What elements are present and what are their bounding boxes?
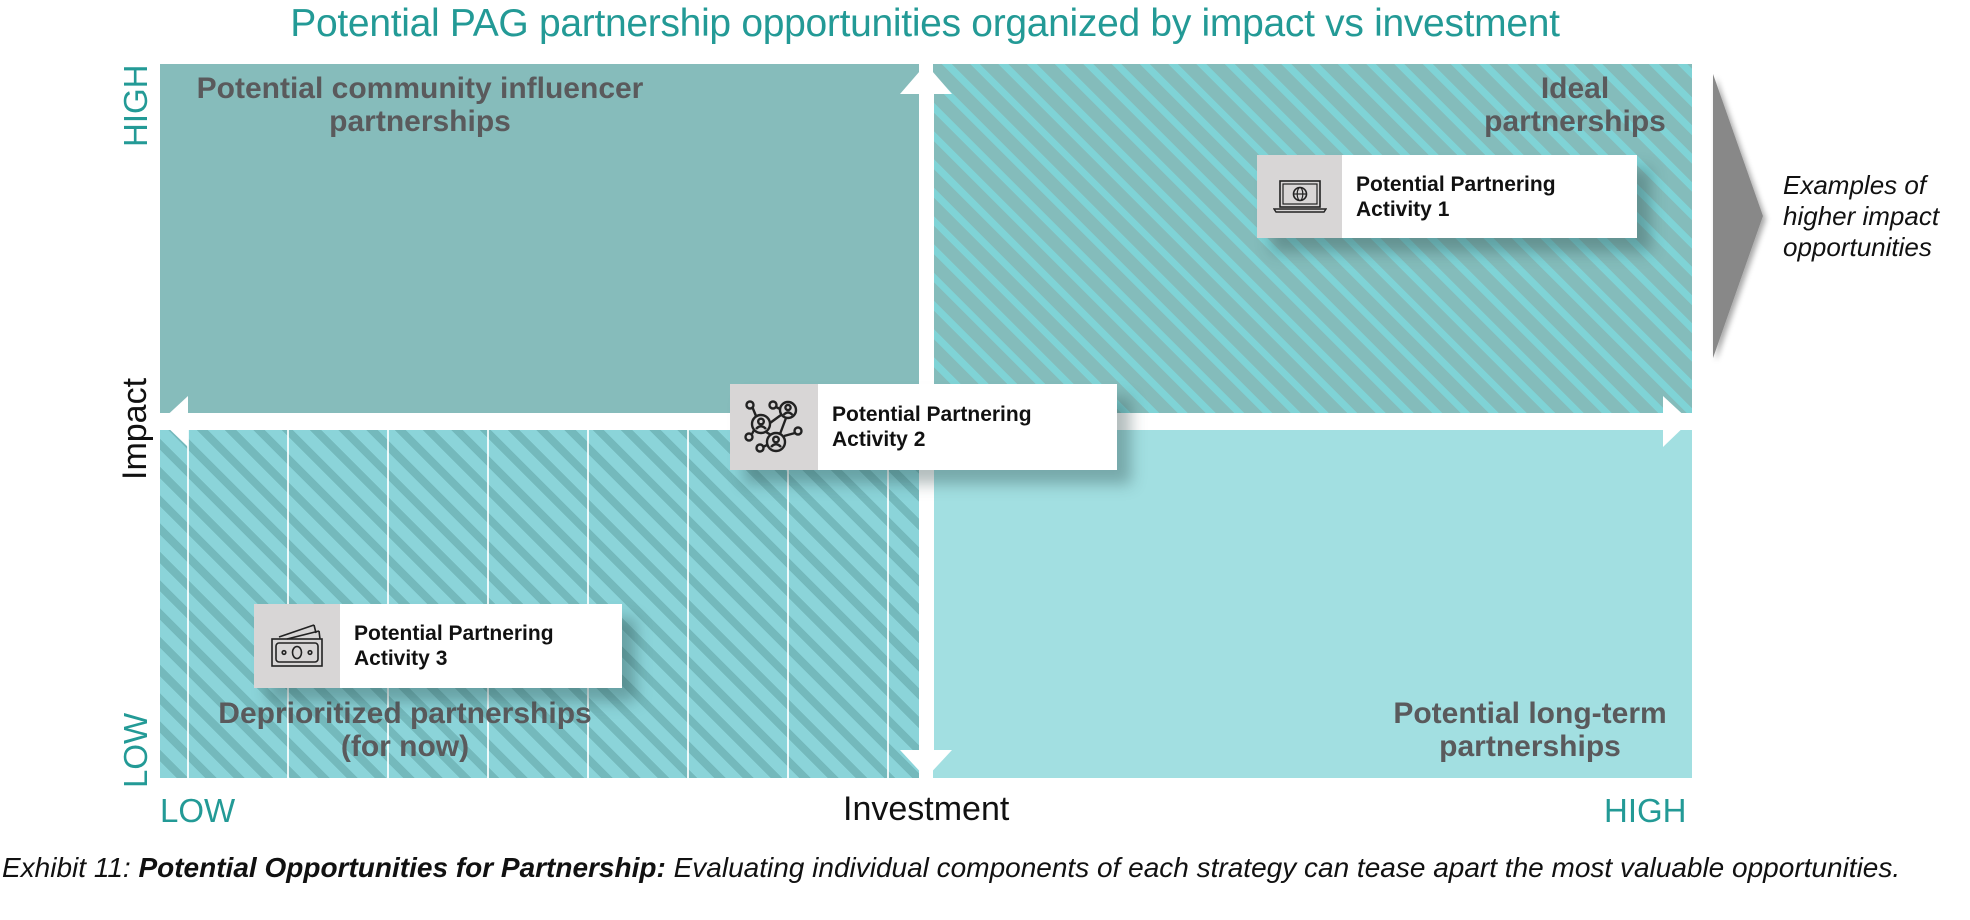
quadrant-label-top-left: Potential community influencer partnersh… xyxy=(170,72,670,138)
activity-subtitle: Activity 2 xyxy=(832,428,926,451)
money-bills-icon xyxy=(271,624,323,667)
quadrant-label-line: partnerships xyxy=(1484,105,1666,138)
caption-bold-title: Potential Opportunities for Partnership: xyxy=(138,852,666,883)
activity-card-text: Potential Partnering Activity 3 xyxy=(340,604,554,688)
side-note-line: opportunities xyxy=(1783,232,1932,262)
quadrant-bottom-right xyxy=(933,430,1692,778)
icon-box xyxy=(1257,155,1342,238)
activity-title: Potential Partnering xyxy=(832,403,1032,426)
grid-line xyxy=(787,430,789,778)
y-axis-high-label: HIGH xyxy=(117,64,154,148)
grid-line xyxy=(887,430,889,778)
activity-card-1[interactable]: Potential Partnering Activity 1 xyxy=(1257,155,1637,238)
quadrant-label-line: Deprioritized partnerships xyxy=(218,697,592,730)
x-axis-high-label: HIGH xyxy=(1604,792,1687,829)
x-axis-low-label: LOW xyxy=(160,792,236,829)
y-axis-low-label: LOW xyxy=(117,712,154,788)
y-axis-title: Impact xyxy=(116,377,154,480)
quadrant-label-bottom-left: Deprioritized partnerships (for now) xyxy=(190,697,620,763)
quadrant-label-bottom-right: Potential long-term partnerships xyxy=(1370,697,1690,763)
exhibit-caption: Exhibit 11: Potential Opportunities for … xyxy=(2,852,1962,883)
activity-subtitle: Activity 1 xyxy=(1356,197,1450,221)
grid-line xyxy=(187,430,189,778)
quadrant-top-left xyxy=(160,64,919,413)
x-axis-title: Investment xyxy=(843,790,1010,828)
side-note-line: Examples of xyxy=(1783,170,1927,200)
activity-title: Potential Partnering xyxy=(1356,172,1556,196)
activity-subtitle: Activity 3 xyxy=(354,647,448,670)
icon-box xyxy=(254,604,340,688)
caption-body: Evaluating individual components of each… xyxy=(665,852,1901,883)
activity-card-text: Potential Partnering Activity 2 xyxy=(818,384,1032,470)
side-note-line: higher impact xyxy=(1783,201,1940,231)
quadrant-label-line: Potential community influencer xyxy=(196,72,644,105)
activity-card-3[interactable]: Potential Partnering Activity 3 xyxy=(254,604,622,688)
activity-title: Potential Partnering xyxy=(354,622,554,645)
diagram-title: Potential PAG partnership opportunities … xyxy=(290,2,1560,45)
grid-line xyxy=(687,430,689,778)
quadrant-label-top-right: Ideal partnerships xyxy=(1460,72,1690,138)
caption-prefix: Exhibit 11: xyxy=(2,852,139,883)
network-people-icon xyxy=(744,400,803,453)
side-chevron-arrow-icon xyxy=(1713,74,1763,358)
quadrant-label-line: Potential long-term xyxy=(1393,697,1667,730)
quadrant-top-right xyxy=(933,64,1692,413)
quadrant-label-line: (for now) xyxy=(340,730,470,763)
icon-box xyxy=(730,384,818,470)
side-note: Examples of higher impact opportunities xyxy=(1783,170,1939,263)
quadrant-label-line: partnerships xyxy=(1439,730,1621,763)
activity-card-text: Potential Partnering Activity 1 xyxy=(1342,155,1556,238)
quadrant-label-line: partnerships xyxy=(329,105,511,138)
quadrant-label-line: Ideal xyxy=(1540,72,1610,105)
activity-card-2[interactable]: Potential Partnering Activity 2 xyxy=(730,384,1117,470)
laptop-globe-icon xyxy=(1272,179,1327,213)
